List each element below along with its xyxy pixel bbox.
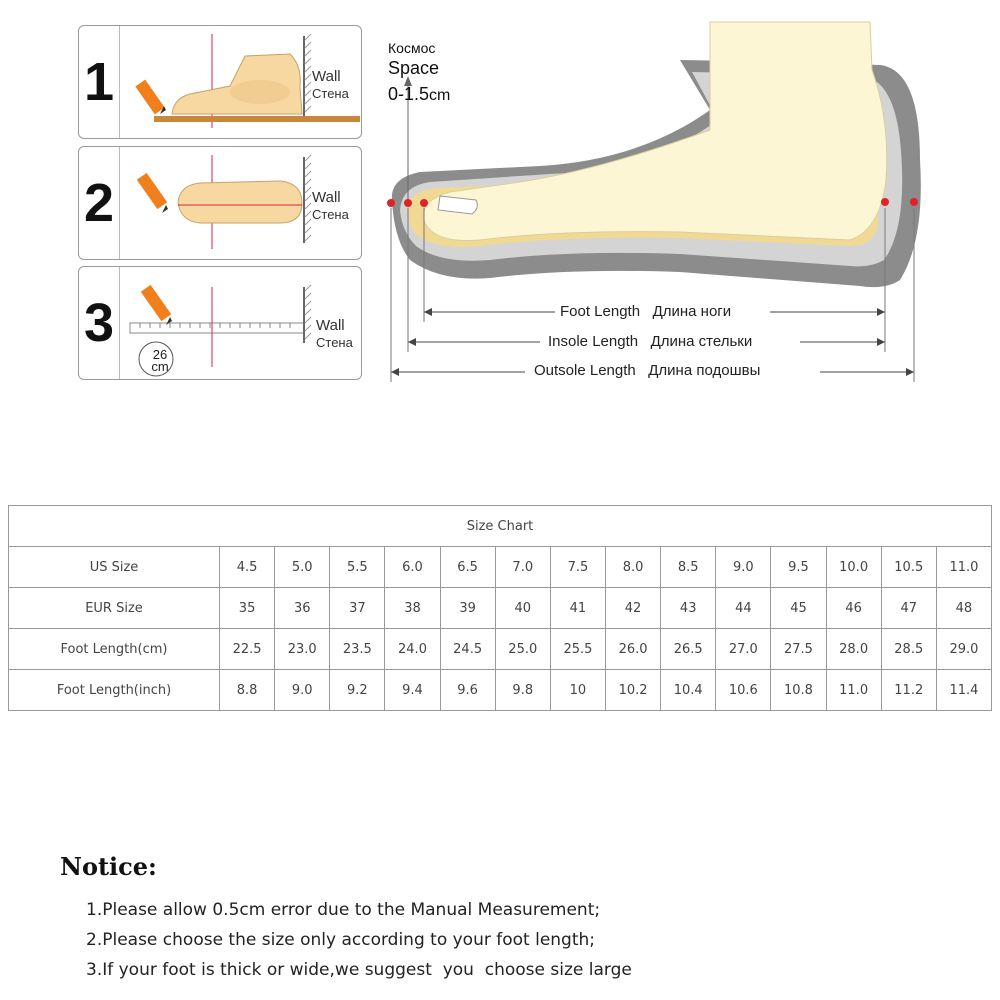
table-cell: 25.0 xyxy=(494,628,551,670)
table-cell: 5.5 xyxy=(329,546,386,588)
notice-item: 1.Please allow 0.5cm error due to the Ma… xyxy=(86,900,601,920)
table-cell: 43 xyxy=(660,587,717,629)
table-cell: 9.2 xyxy=(329,669,386,711)
table-cell: 26.5 xyxy=(660,628,717,670)
table-cell: 10.8 xyxy=(770,669,827,711)
ruler-illustration xyxy=(129,284,312,377)
table-row: Foot Length(inch) 8.8 9.0 9.2 9.4 9.6 9.… xyxy=(8,669,993,711)
table-cell: 44 xyxy=(715,587,772,629)
table-cell: 8.8 xyxy=(218,669,276,711)
step-1-panel: 1 Wall Стена xyxy=(78,25,362,139)
table-cell: 35 xyxy=(218,587,276,629)
table-cell: 4.5 xyxy=(218,546,276,588)
table-cell: 10.6 xyxy=(715,669,772,711)
step-2-panel: 2 Wall Стена xyxy=(78,146,362,260)
table-cell: 27.0 xyxy=(715,628,772,670)
table-row: EUR Size 35 36 37 38 39 40 41 42 43 44 4… xyxy=(8,587,993,629)
table-cell: 22.5 xyxy=(218,628,276,670)
table-cell: 28.0 xyxy=(825,628,882,670)
table-row: Foot Length(cm) 22.5 23.0 23.5 24.0 24.5… xyxy=(8,628,993,670)
table-cell: 24.0 xyxy=(384,628,441,670)
step-number: 3 xyxy=(79,267,120,379)
foot-length-label: Foot Length Длина ноги xyxy=(560,303,732,320)
space-range: 0-1.5cm xyxy=(388,84,451,104)
table-cell: 11.2 xyxy=(880,669,937,711)
table-cell: 23.5 xyxy=(329,628,386,670)
table-cell: 41 xyxy=(549,587,606,629)
shoe-diagram xyxy=(387,21,921,382)
table-cell: 9.0 xyxy=(715,546,772,588)
heel-marker xyxy=(881,198,889,206)
table-cell: 46 xyxy=(825,587,882,629)
table-cell: 36 xyxy=(274,587,331,629)
foot-top-illustration xyxy=(136,154,312,249)
table-cell: 10 xyxy=(549,669,606,711)
foot-side-illustration xyxy=(135,33,360,128)
pencil-icon xyxy=(140,284,172,325)
table-cell: 24.5 xyxy=(439,628,496,670)
step-number: 2 xyxy=(79,147,120,259)
row-header: EUR Size xyxy=(8,587,220,629)
row-header: Foot Length(cm) xyxy=(8,628,220,670)
table-cell: 45 xyxy=(770,587,827,629)
table-cell: 48 xyxy=(935,587,993,629)
table-cell: 8.0 xyxy=(604,546,662,588)
toe-tip-marker xyxy=(420,199,428,207)
table-cell: 6.5 xyxy=(439,546,496,588)
table-cell: 9.6 xyxy=(439,669,496,711)
table-cell: 28.5 xyxy=(880,628,937,670)
table-cell: 5.0 xyxy=(274,546,331,588)
table-cell: 7.0 xyxy=(494,546,551,588)
step-3-panel: 3 26 cm Wall Стена xyxy=(78,266,362,380)
table-cell: 42 xyxy=(604,587,662,629)
row-header: Foot Length(inch) xyxy=(8,669,220,711)
table-cell: 29.0 xyxy=(935,628,993,670)
notice-item: 3.If your foot is thick or wide,we sugge… xyxy=(86,960,632,980)
table-cell: 9.0 xyxy=(274,669,331,711)
table-cell: 6.0 xyxy=(384,546,441,588)
wall-label: Wall Стена xyxy=(312,189,349,222)
table-row: US Size 4.5 5.0 5.5 6.0 6.5 7.0 7.5 8.0 … xyxy=(8,546,993,588)
table-cell: 39 xyxy=(439,587,496,629)
table-cell: 37 xyxy=(329,587,386,629)
table-cell: 38 xyxy=(384,587,441,629)
space-label-ru: Космос xyxy=(388,40,436,56)
table-cell: 9.4 xyxy=(384,669,441,711)
row-header: US Size xyxy=(8,546,220,588)
notice-item: 2.Please choose the size only according … xyxy=(86,930,596,950)
size-chart-title: Size Chart xyxy=(8,505,992,547)
table-cell: 23.0 xyxy=(274,628,331,670)
table-cell: 8.5 xyxy=(660,546,717,588)
table-cell: 10.4 xyxy=(660,669,717,711)
notice-title: Notice: xyxy=(60,852,157,881)
table-cell: 9.5 xyxy=(770,546,827,588)
table-cell: 11.0 xyxy=(825,669,882,711)
insole-length-label: Insole Length Длина стельки xyxy=(548,333,753,350)
table-cell: 40 xyxy=(494,587,551,629)
table-cell: 27.5 xyxy=(770,628,827,670)
pencil-icon xyxy=(135,79,166,115)
table-cell: 26.0 xyxy=(604,628,662,670)
step-number: 1 xyxy=(79,26,120,138)
outsole-heel-marker xyxy=(910,198,918,206)
table-cell: 9.8 xyxy=(494,669,551,711)
table-cell: 25.5 xyxy=(549,628,606,670)
insole-tip-marker xyxy=(404,199,412,207)
outsole-length-label: Outsole Length Длина подошвы xyxy=(534,362,761,379)
table-cell: 7.5 xyxy=(549,546,606,588)
table-cell: 11.4 xyxy=(935,669,993,711)
pencil-icon xyxy=(136,172,168,213)
table-cell: 47 xyxy=(880,587,937,629)
table-cell: 10.5 xyxy=(880,546,937,588)
wall-label: Wall Стена xyxy=(312,68,349,101)
outsole-tip-marker xyxy=(387,199,395,207)
wall-label: Wall Стена xyxy=(316,317,353,350)
space-label-en: Space xyxy=(388,58,440,78)
table-cell: 10.0 xyxy=(825,546,882,588)
table-cell: 11.0 xyxy=(935,546,993,588)
table-cell: 10.2 xyxy=(604,669,662,711)
size-chart-table: Size Chart US Size 4.5 5.0 5.5 6.0 6.5 7… xyxy=(8,505,993,711)
ruler-reading: 26 cm xyxy=(151,347,169,374)
